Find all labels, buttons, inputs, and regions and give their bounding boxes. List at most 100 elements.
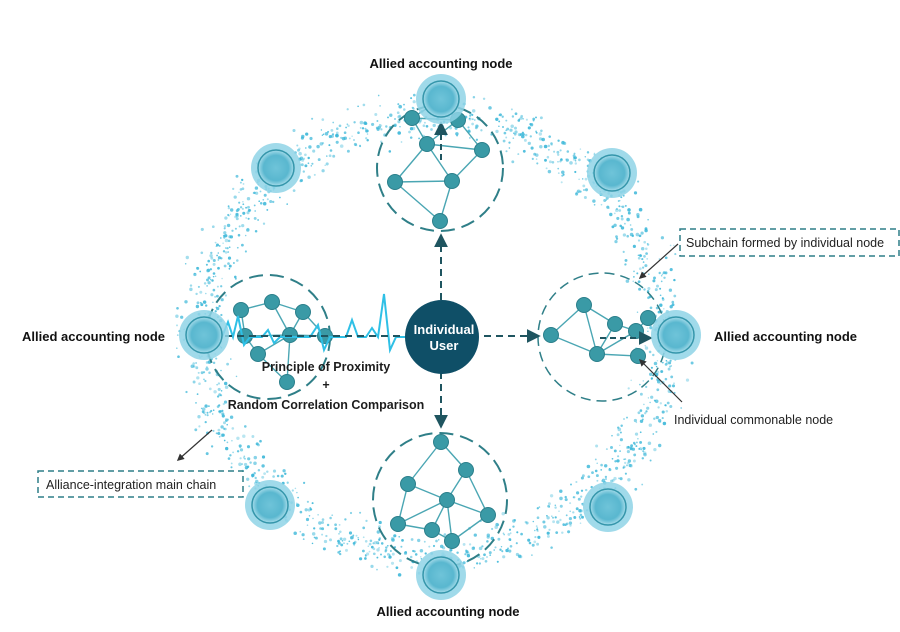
ring-dot — [455, 132, 459, 136]
ring-dot — [584, 177, 588, 181]
ring-dot — [508, 141, 511, 144]
ring-dot — [212, 288, 216, 292]
ring-dot — [475, 124, 479, 128]
ring-dot — [657, 406, 660, 409]
ring-dot — [198, 425, 201, 428]
ring-dot — [349, 511, 353, 515]
allied-node-core — [589, 488, 627, 526]
ring-dot — [615, 235, 618, 238]
ring-dot — [557, 172, 560, 174]
ring-dot — [610, 479, 613, 483]
ring-dot — [233, 195, 237, 199]
ring-dot — [627, 208, 631, 212]
subnet-node — [444, 533, 460, 549]
ring-dot — [507, 532, 511, 536]
ring-dot — [600, 463, 603, 467]
ring-dot — [531, 157, 534, 160]
ring-dot — [619, 438, 623, 442]
allied-node-label-bottom: Allied accounting node — [376, 604, 519, 619]
ring-dot — [224, 247, 227, 249]
ring-dot — [647, 273, 650, 276]
ring-dot — [554, 504, 557, 507]
ring-dot — [631, 447, 636, 451]
ring-dot — [668, 384, 672, 388]
ring-dot — [247, 457, 251, 461]
ring-dot — [258, 200, 261, 203]
ring-dot — [314, 536, 318, 540]
ring-dot — [239, 446, 241, 449]
ring-dot — [354, 143, 358, 147]
ring-dot — [344, 518, 347, 521]
ring-dot — [673, 244, 675, 247]
ring-dot — [659, 303, 663, 307]
ring-dot — [531, 543, 535, 547]
ring-dot — [661, 361, 664, 364]
ring-dot — [523, 138, 527, 142]
ring-dot — [397, 120, 401, 124]
ring-dot — [350, 535, 355, 540]
ring-dot — [317, 514, 319, 516]
ring-dot — [633, 453, 637, 457]
ring-dot — [291, 489, 294, 492]
ring-dot — [176, 306, 179, 310]
ring-dot — [224, 251, 228, 254]
ring-dot — [494, 525, 498, 529]
ring-dot — [201, 407, 206, 411]
ring-dot — [450, 548, 453, 552]
ring-dot — [364, 539, 368, 543]
ring-dot — [626, 446, 630, 450]
ring-dot — [556, 520, 560, 524]
ring-dot — [573, 156, 576, 159]
ring-dot — [569, 524, 572, 527]
ring-dot — [502, 126, 504, 128]
ring-dot — [311, 502, 314, 505]
ring-dot — [639, 383, 641, 386]
ring-dot — [527, 538, 531, 542]
ring-dot — [574, 162, 578, 165]
ring-dot — [217, 266, 220, 270]
ring-dot — [397, 573, 402, 577]
ring-dot — [582, 188, 586, 192]
ring-dot — [559, 149, 562, 152]
ring-dot — [209, 253, 213, 258]
allied-node-bottom-right — [583, 482, 633, 532]
ring-dot — [378, 537, 381, 540]
ring-dot — [652, 279, 656, 283]
ring-dot — [656, 360, 659, 362]
ring-dot — [561, 531, 564, 534]
ring-dot — [321, 533, 324, 536]
ring-dot — [246, 228, 250, 232]
ring-dot — [229, 235, 234, 239]
ring-dot — [468, 117, 471, 120]
ring-dot — [332, 121, 335, 124]
ring-dot — [637, 411, 641, 415]
ring-dot — [486, 533, 491, 537]
ring-dot — [346, 108, 349, 111]
ring-dot — [637, 180, 640, 183]
ring-dot — [313, 536, 316, 539]
ring-dot — [578, 178, 580, 181]
ring-dot — [551, 161, 555, 164]
ring-dot — [539, 116, 543, 120]
ring-dot — [400, 141, 403, 143]
ring-dot — [385, 125, 388, 128]
ring-dot — [203, 378, 205, 381]
ring-dot — [376, 530, 381, 534]
ring-dot — [608, 207, 610, 209]
ring-dot — [554, 516, 557, 519]
ring-dot — [311, 532, 316, 536]
ring-dot — [311, 542, 314, 545]
ring-dot — [227, 457, 231, 460]
ring-dot — [501, 115, 504, 118]
ring-dot — [505, 119, 508, 122]
ring-dot — [200, 227, 204, 231]
ring-dot — [578, 158, 581, 162]
ring-dot — [306, 524, 309, 526]
center-label-line1: Individual — [414, 322, 475, 337]
ring-dot — [192, 380, 196, 384]
ring-dot — [635, 421, 638, 424]
ring-dot — [636, 272, 639, 275]
ring-dot — [619, 431, 622, 434]
ring-dot — [305, 517, 310, 522]
ring-dot — [634, 487, 638, 491]
